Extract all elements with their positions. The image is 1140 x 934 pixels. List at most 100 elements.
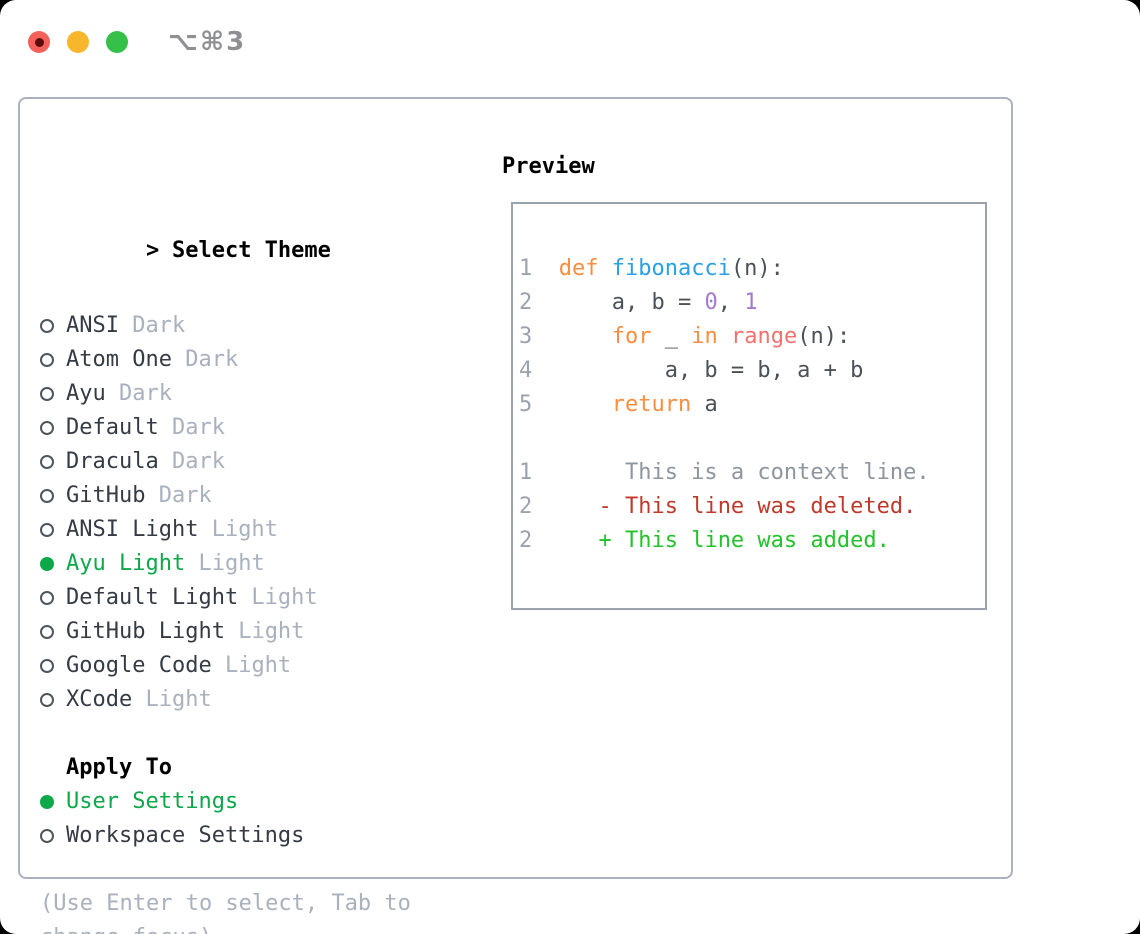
theme-option-variant: Light: [238, 585, 318, 610]
theme-option[interactable]: Ayu Dark: [40, 377, 411, 411]
theme-option[interactable]: Ayu Light Light: [40, 547, 411, 581]
theme-option-label: XCode: [66, 687, 133, 712]
radio-marker-cell: [40, 343, 66, 377]
theme-option[interactable]: GitHub Light Light: [40, 615, 411, 649]
radio-unselected-icon: [40, 353, 54, 367]
theme-option-label: Atom One: [66, 347, 172, 372]
theme-option-variant: Light: [198, 517, 278, 542]
code-segment: [559, 392, 612, 417]
radio-marker-cell: [40, 411, 66, 445]
theme-option[interactable]: ANSI Light Light: [40, 513, 411, 547]
minimize-button[interactable]: [67, 31, 89, 53]
radio-marker-cell: [40, 683, 66, 717]
radio-unselected-icon: [40, 489, 54, 503]
theme-option-variant: Dark: [171, 347, 239, 372]
theme-option[interactable]: Default Dark: [40, 411, 411, 445]
theme-option-label: Ayu Light: [66, 551, 186, 576]
document-modified-icon: [34, 37, 44, 47]
radio-unselected-icon: [40, 659, 54, 673]
theme-option-label: Ayu: [66, 381, 106, 406]
theme-option-variant: Light: [224, 619, 305, 644]
hint-text: change focus): [40, 921, 411, 934]
zoom-button[interactable]: [106, 31, 128, 53]
radio-marker-cell: [40, 309, 66, 343]
theme-list-heading-row: > Select Theme: [40, 200, 411, 263]
theme-option-variant: Dark: [105, 381, 172, 406]
radio-marker-cell: [40, 479, 66, 513]
code-line: 1 This is a context line.: [519, 456, 930, 490]
theme-option[interactable]: XCode Light: [40, 683, 411, 717]
radio-marker-cell: [40, 819, 66, 853]
radio-unselected-icon: [40, 693, 54, 707]
code-segment: a, b =: [558, 290, 705, 315]
preview-heading: Preview: [502, 154, 595, 179]
apply-to-heading-row: Apply To: [40, 751, 411, 785]
code-segment: 1: [744, 290, 758, 315]
theme-option[interactable]: Atom One Dark: [40, 343, 411, 377]
theme-list-heading: Select Theme: [171, 238, 331, 263]
line-number: 3: [519, 324, 533, 349]
theme-option[interactable]: Default Light Light: [40, 581, 411, 615]
code-segment: - This line was deleted.: [598, 494, 917, 519]
radio-marker-cell: [40, 547, 66, 581]
prompt-cursor-icon: >: [145, 238, 160, 263]
radio-unselected-icon: [40, 829, 54, 843]
code-segment: range: [730, 324, 798, 349]
code-segment: 0: [704, 290, 718, 315]
theme-option-variant: Light: [132, 687, 212, 712]
theme-option[interactable]: Dracula Dark: [40, 445, 411, 479]
radio-unselected-icon: [40, 387, 54, 401]
code-segment: (n):: [730, 256, 784, 281]
theme-option-label: Google Code: [66, 653, 212, 678]
code-line: 4 a, b = b, a + b: [519, 354, 930, 388]
code-segment: in: [691, 324, 718, 349]
theme-option-variant: Dark: [158, 415, 225, 440]
radio-marker-cell: [40, 649, 66, 683]
line-number: 1: [519, 460, 533, 485]
theme-option-label: Default Light: [66, 585, 239, 610]
line-number: 2: [519, 290, 533, 315]
radio-marker-cell: [40, 615, 66, 649]
spacer-row: [40, 853, 411, 887]
hint-text: (Use Enter to select, Tab to: [40, 891, 411, 916]
theme-option-label: ANSI Light: [66, 517, 199, 542]
code-line: 2 a, b = 0, 1: [519, 286, 930, 320]
code-segment: [718, 324, 731, 349]
code-line: 2 + This line was added.: [519, 524, 930, 558]
radio-unselected-icon: [40, 319, 54, 333]
theme-option-variant: Light: [211, 653, 292, 678]
apply-option[interactable]: Workspace Settings: [40, 819, 411, 853]
theme-option-label: ANSI: [66, 313, 119, 338]
theme-option-label: GitHub Light: [66, 619, 225, 644]
theme-option[interactable]: Google Code Light: [40, 649, 411, 683]
apply-to-heading: Apply To: [66, 755, 172, 780]
theme-option[interactable]: ANSI Dark: [40, 309, 411, 343]
radio-marker-cell: [40, 445, 66, 479]
close-button[interactable]: [28, 31, 50, 53]
code-segment: def: [558, 256, 612, 281]
code-segment: [559, 324, 612, 349]
radio-unselected-icon: [40, 591, 54, 605]
apply-option[interactable]: User Settings: [40, 785, 411, 819]
title-bar: ⌥⌘3: [28, 27, 246, 57]
code-line: 5 return a: [519, 388, 930, 422]
code-segment: a: [691, 392, 718, 417]
line-number: 1: [519, 256, 533, 281]
theme-option-label: GitHub: [66, 483, 146, 508]
radio-selected-icon: [40, 795, 54, 809]
code-segment: for: [611, 324, 652, 349]
code-segment: [559, 528, 599, 553]
theme-option[interactable]: GitHub Dark: [40, 479, 411, 513]
code-segment: return: [611, 392, 692, 417]
theme-option-label: Default: [66, 415, 159, 440]
code-segment: [559, 494, 599, 519]
apply-option-label: User Settings: [66, 789, 239, 814]
radio-unselected-icon: [40, 523, 54, 537]
theme-option-variant: Light: [185, 551, 265, 576]
apply-option-label: Workspace Settings: [66, 823, 305, 848]
